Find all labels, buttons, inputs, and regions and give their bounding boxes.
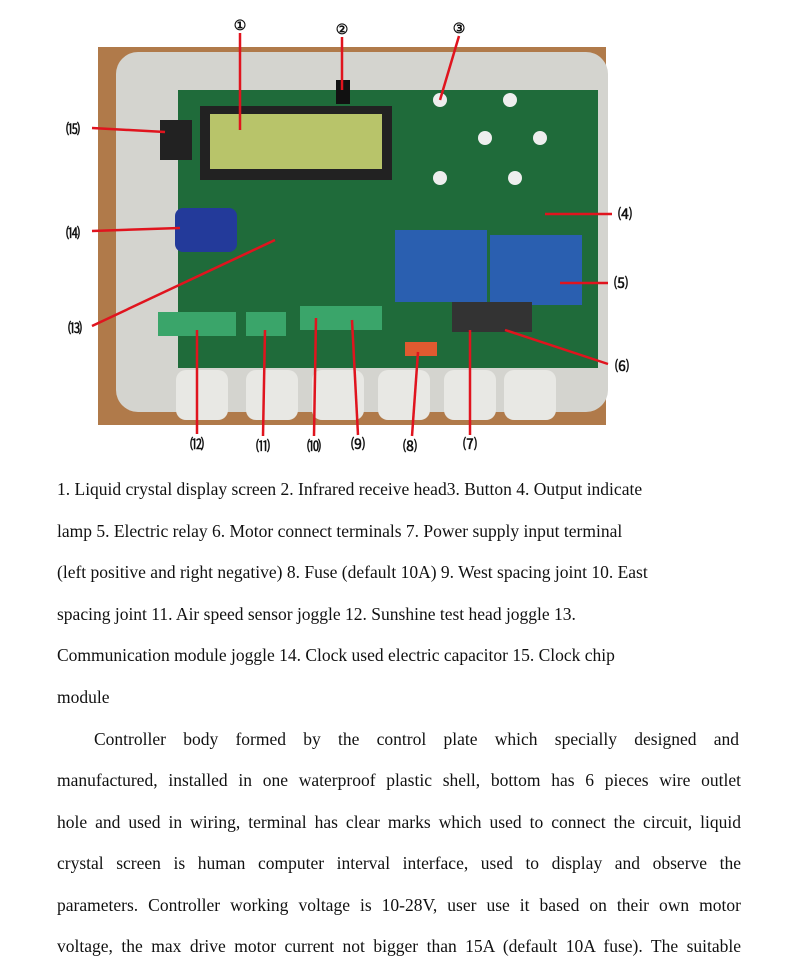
legend-line: 1. Liquid crystal display screen 2. Infr…: [57, 479, 643, 499]
callout-1: ①: [234, 19, 247, 34]
callout-14: ⒁: [66, 225, 80, 242]
callout-10: ⑽: [307, 438, 321, 455]
callout-6: ⑹: [615, 358, 629, 375]
legend-line: Communication module joggle 14. Clock us…: [57, 645, 615, 665]
paragraph-line: voltage, the max drive motor current not…: [57, 936, 741, 956]
paragraph-line: crystal screen is human computer interva…: [57, 853, 741, 873]
paragraph-line: parameters. Controller working voltage i…: [57, 895, 741, 915]
clock-chip: [160, 120, 192, 160]
legend-line: spacing joint 11. Air speed sensor joggl…: [57, 604, 576, 624]
ir-receiver: [336, 80, 350, 104]
legend-line: module: [57, 687, 110, 707]
callout-11: ⑾: [256, 438, 270, 455]
legend-line: lamp 5. Electric relay 6. Motor connect …: [57, 521, 623, 541]
callout-2: ②: [336, 23, 349, 38]
relay-1: [395, 230, 487, 302]
callout-15: ⒂: [66, 121, 80, 138]
controller-board-figure: ① ② ③ ⑷ ⑸ ⑹ ⑺ ⑻ ⑼ ⑽ ⑾ ⑿ ⒀ ⒁ ⒂: [66, 19, 632, 455]
legend-line: (left positive and right negative) 8. Fu…: [57, 562, 648, 582]
callout-12: ⑿: [190, 436, 204, 453]
relay-2: [490, 235, 582, 305]
paragraph-line: manufactured, installed in one waterproo…: [57, 770, 741, 790]
paragraph-line: Controller body formed by the control pl…: [94, 729, 739, 749]
fuse: [405, 342, 437, 356]
leader-lines: [91, 33, 612, 437]
callout-13: ⒀: [68, 320, 82, 337]
board-photo: [98, 47, 608, 425]
callout-8: ⑻: [403, 438, 417, 455]
clock-capacitor: [175, 208, 237, 252]
callout-5: ⑸: [614, 275, 628, 292]
paragraph-line: hole and used in wiring, terminal has cl…: [57, 812, 741, 832]
callout-labels: ① ② ③ ⑷ ⑸ ⑹ ⑺ ⑻ ⑼ ⑽ ⑾ ⑿ ⒀ ⒁ ⒂: [66, 19, 632, 455]
lcd-screen: [210, 114, 382, 169]
callout-3: ③: [453, 22, 466, 37]
callout-7: ⑺: [463, 436, 477, 453]
callout-9: ⑼: [351, 436, 365, 453]
callout-4: ⑷: [618, 206, 632, 223]
